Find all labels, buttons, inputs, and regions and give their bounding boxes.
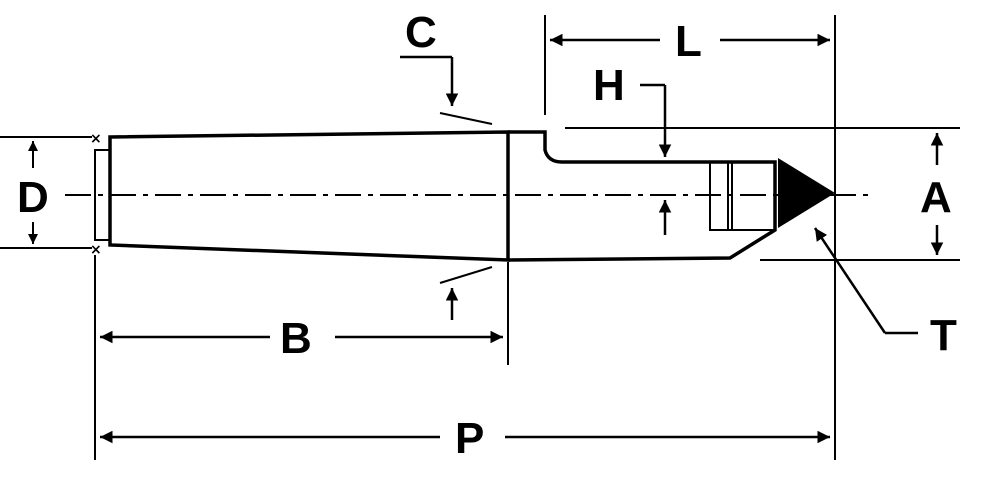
label-l: L xyxy=(675,17,702,66)
cross-mark-bottom: × xyxy=(90,242,102,258)
dimension-d: × × D xyxy=(0,131,102,258)
dimension-b: B xyxy=(94,255,509,460)
center-point-tip xyxy=(778,158,835,228)
label-d: D xyxy=(17,173,49,222)
dimension-p: P xyxy=(100,15,836,463)
dimension-l: L xyxy=(544,15,830,115)
cross-mark-top: × xyxy=(90,131,102,147)
label-c: C xyxy=(405,8,437,57)
label-h: H xyxy=(593,61,625,110)
dimension-c: C xyxy=(400,8,493,320)
label-a: A xyxy=(920,173,952,222)
dimension-h: H xyxy=(565,61,960,235)
dimension-t: T xyxy=(813,227,957,360)
taper-reference-bottom xyxy=(439,266,493,284)
dimension-a: A xyxy=(760,133,960,261)
label-p: P xyxy=(455,414,484,463)
taper-reference-top xyxy=(439,112,493,125)
label-b: B xyxy=(280,314,312,363)
label-t: T xyxy=(930,311,957,360)
